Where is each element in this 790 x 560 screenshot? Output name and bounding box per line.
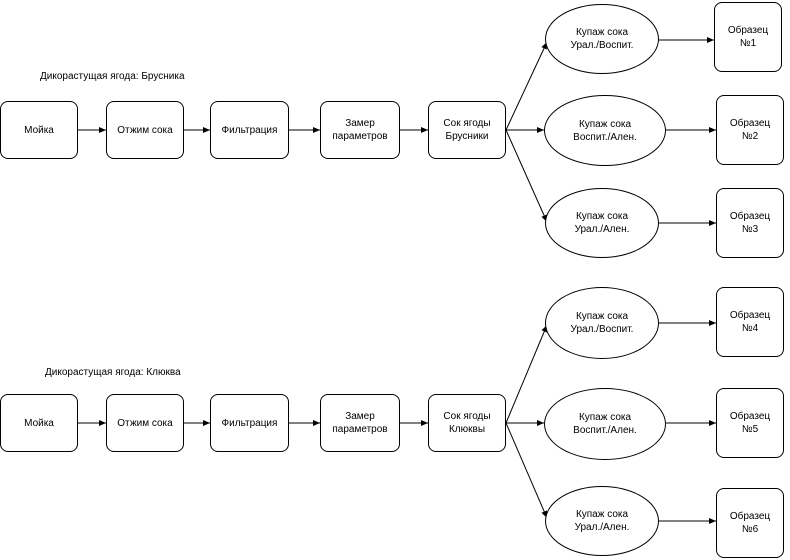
step-pressing: Отжим сока [106, 394, 184, 452]
lane-title-cranberry: Дикорастущая ягода: Клюква [45, 367, 181, 378]
step-label: Замер параметров [332, 118, 388, 142]
step-label: Сок ягоды Клюквы [443, 411, 491, 435]
sample-box: Образец №4 [716, 287, 784, 357]
sample-box: Образец №5 [716, 388, 784, 458]
step-filtration: Фильтрация [210, 394, 289, 452]
step-label: Замер параметров [332, 411, 388, 435]
sample-label: Образец №5 [729, 411, 771, 435]
step-label: Фильтрация [221, 124, 278, 136]
blend-label: Купаж сока Воспит./Ален. [573, 118, 637, 143]
step-label: Отжим сока [117, 417, 173, 429]
step-filtration: Фильтрация [210, 101, 289, 159]
sample-box: Образец №6 [716, 488, 784, 558]
blend-label: Купаж сока Урал./Воспит. [570, 311, 634, 335]
arrow-juice-to-blend-3 [505, 129, 548, 223]
blend-node: Купаж сока Урал./Ален. [545, 188, 659, 258]
arrow-juice-to-blend-3 [505, 422, 548, 519]
step-juice: Сок ягоды Брусники [428, 101, 506, 159]
sample-label: Образец №1 [727, 25, 769, 49]
blend-node: Купаж сока Урал./Воспит. [545, 4, 659, 74]
step-pressing: Отжим сока [106, 101, 184, 159]
sample-label: Образец №4 [729, 310, 771, 334]
step-juice: Сок ягоды Клюквы [428, 394, 506, 452]
arrow-juice-to-blend-1 [505, 324, 548, 424]
blend-node: Купаж сока Урал./Воспит. [545, 287, 659, 359]
sample-label: Образец №6 [729, 511, 771, 535]
blend-label: Купаж сока Урал./Ален. [574, 509, 630, 533]
arrow-juice-to-blend-1 [505, 41, 548, 131]
sample-box: Образец №1 [714, 2, 782, 72]
step-measurement: Замер параметров [320, 394, 400, 452]
step-measurement: Замер параметров [320, 101, 400, 159]
step-label: Отжим сока [117, 124, 173, 136]
step-label: Фильтрация [221, 417, 278, 429]
step-label: Сок ягоды Брусники [443, 118, 491, 142]
blend-node: Купаж сока Воспит./Ален. [544, 388, 666, 460]
sample-label: Образец №2 [729, 118, 771, 142]
sample-box: Образец №2 [716, 95, 784, 165]
step-label: Мойка [24, 124, 54, 136]
sample-box: Образец №3 [716, 188, 784, 258]
step-label: Мойка [24, 417, 54, 429]
blend-label: Купаж сока Урал./Ален. [574, 211, 630, 235]
sample-label: Образец №3 [729, 211, 771, 235]
blend-node: Купаж сока Урал./Ален. [545, 486, 659, 556]
blend-label: Купаж сока Урал./Воспит. [570, 27, 634, 51]
step-washing: Мойка [0, 394, 78, 452]
lane-title-lingonberry: Дикорастущая ягода: Брусника [40, 71, 185, 82]
step-washing: Мойка [0, 101, 78, 159]
blend-label: Купаж сока Воспит./Ален. [573, 412, 637, 436]
blend-node: Купаж сока Воспит./Ален. [544, 95, 666, 166]
